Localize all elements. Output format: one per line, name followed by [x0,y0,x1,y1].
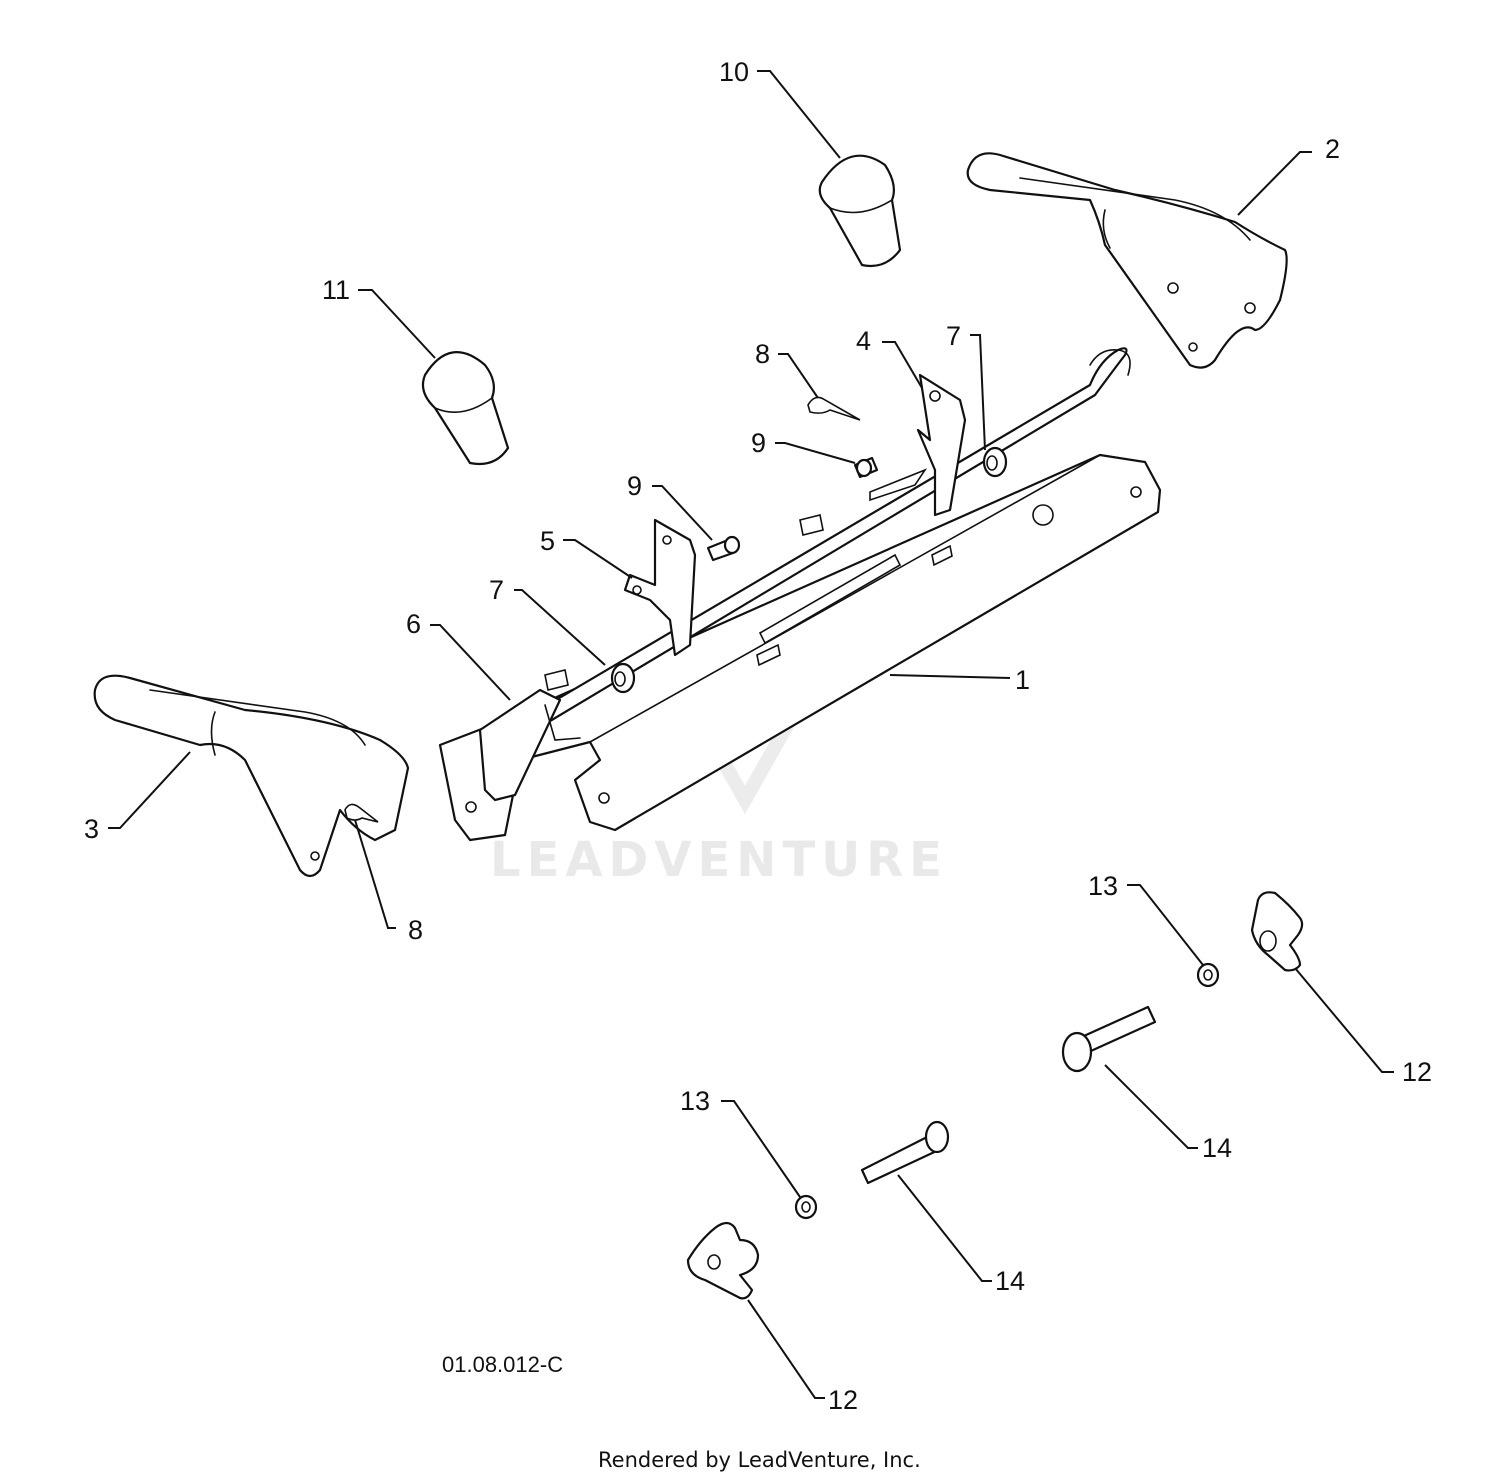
part-5-lever-plate[interactable] [623,518,697,657]
leader-lines [108,70,1394,1399]
callouts: 1 2 3 4 5 6 7 7 8 8 9 9 10 11 12 12 13 1… [84,57,1432,1415]
callout-13-left: 13 [680,1086,710,1116]
part-12-star-knob-left[interactable] [686,1221,760,1300]
part-13-lock-nut-left[interactable] [794,1194,818,1220]
callout-3: 3 [84,814,99,844]
callout-8-upper: 8 [755,339,770,369]
part-8-hairpin-clip-lower[interactable] [344,803,379,823]
render-credit: Rendered by LeadVenture, Inc. [598,1448,921,1472]
part-9-bolt-upper[interactable] [853,456,879,479]
callout-12-left: 12 [828,1385,858,1415]
part-1-mounting-bracket[interactable] [438,347,1162,842]
callout-14-left: 14 [995,1266,1025,1296]
part-13-lock-nut-right[interactable] [1196,962,1220,988]
callout-9-lower: 9 [627,471,642,501]
part-12-star-knob-right[interactable] [1250,891,1304,972]
callout-11: 11 [322,275,350,305]
part-10-knob[interactable] [818,154,902,268]
callout-10: 10 [719,57,749,87]
callout-12-right: 12 [1402,1057,1432,1087]
figure-code: 01.08.012-C [442,1352,563,1377]
part-8-hairpin-clip-upper[interactable] [807,396,861,421]
part-14-carriage-bolt-right[interactable] [1061,1005,1157,1073]
callout-7-upper: 7 [946,321,961,351]
callout-2: 2 [1325,134,1340,164]
callout-6: 6 [406,609,421,639]
callout-8-lower: 8 [408,915,423,945]
part-7-bushing-lower[interactable] [610,662,636,694]
part-2-control-lever[interactable] [966,152,1288,369]
part-11-knob[interactable] [421,351,510,466]
part-14-carriage-bolt-left[interactable] [860,1120,950,1185]
callout-4: 4 [856,326,871,356]
part-7-bushing-upper[interactable] [982,446,1008,478]
callout-14-right: 14 [1202,1133,1232,1163]
part-3-control-lever[interactable] [93,674,410,878]
callout-13-right: 13 [1088,871,1118,901]
part-9-bolt-lower[interactable] [706,535,741,562]
callout-1: 1 [1015,665,1030,695]
callout-9-upper: 9 [751,428,766,458]
callout-7-lower: 7 [489,575,504,605]
callout-5: 5 [540,526,555,556]
watermark-text: LEADVENTURE [490,832,948,888]
part-4-lever-plate[interactable] [869,373,967,517]
